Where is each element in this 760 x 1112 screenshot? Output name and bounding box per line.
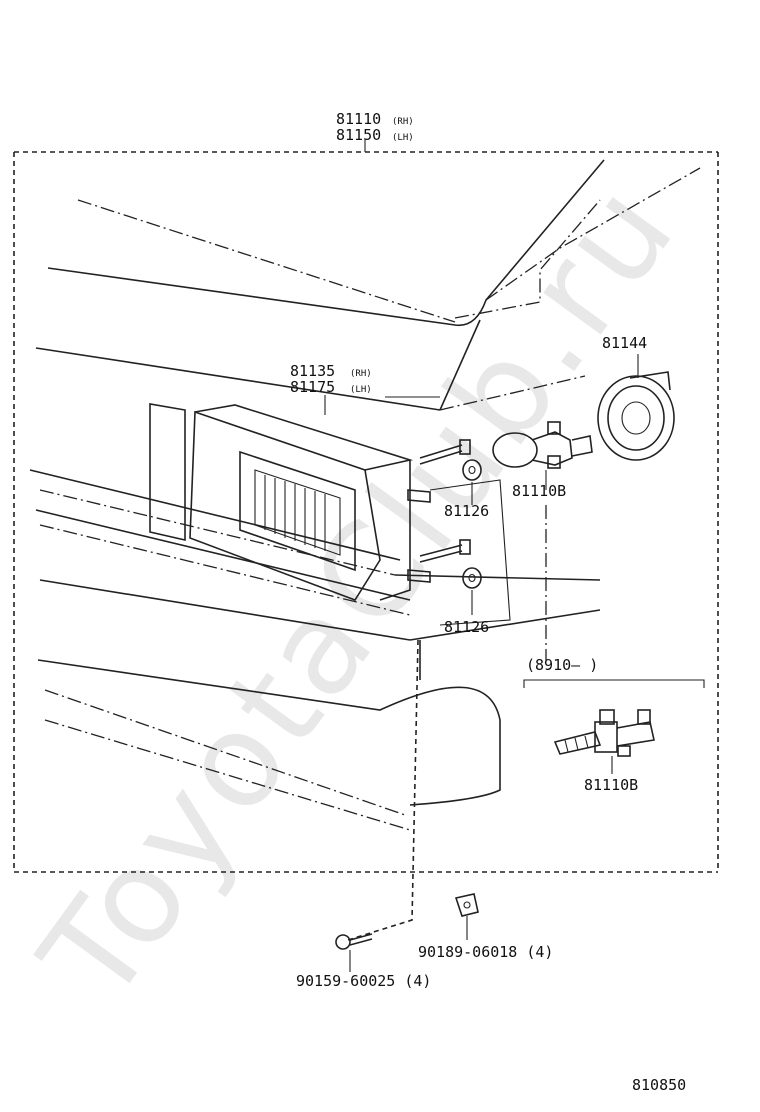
part-number-81126-upper: 81126: [444, 502, 489, 520]
adjust-bolt-upper: [419, 439, 471, 465]
fastener-leader: [347, 639, 419, 941]
part-number-81144: 81144: [602, 334, 647, 352]
adjust-bolt-lower: [419, 539, 471, 563]
part-number-90189: 90189-06018 (4): [418, 943, 553, 961]
side-rh: (RH): [392, 117, 414, 127]
part-number-90159: 90159-60025 (4): [296, 972, 431, 990]
headlamp-housing: [149, 403, 431, 601]
part-number-81150: 81150: [336, 126, 381, 144]
screw-icon: [335, 933, 373, 972]
part-number-81135: 81135: [290, 362, 335, 380]
body-outline: [29, 159, 701, 831]
bulb-lower-icon: [553, 709, 655, 757]
washer-bracket: [429, 479, 511, 626]
part-number-81110: 81110: [336, 110, 381, 128]
washer-lower: [462, 567, 482, 615]
date-range-label: (8910– ): [526, 656, 598, 674]
bulb-upper-icon: [492, 421, 593, 469]
side-lh: (LH): [350, 385, 372, 395]
part-number-81110b-lower: 81110B: [584, 776, 638, 794]
date-range-bracket: [523, 679, 705, 688]
part-number-81175: 81175: [290, 378, 335, 396]
part-number-81110b-upper: 81110B: [512, 482, 566, 500]
label-lens: 81135 (RH) 81175 (LH): [290, 362, 372, 396]
washer-upper: [462, 459, 482, 505]
side-lh: (LH): [392, 133, 414, 143]
side-rh: (RH): [350, 369, 372, 379]
label-headlamp-unit: 81110 (RH) 81150 (LH): [336, 110, 414, 144]
part-number-81126-lower: 81126: [444, 618, 489, 636]
watermark-text: ToyotaClub.ru: [12, 153, 706, 1029]
assembly-frame: [13, 151, 719, 873]
socket-cover-icon: [597, 371, 675, 461]
clip-nut-icon: [454, 893, 479, 940]
diagram-code: 810850: [632, 1076, 686, 1094]
